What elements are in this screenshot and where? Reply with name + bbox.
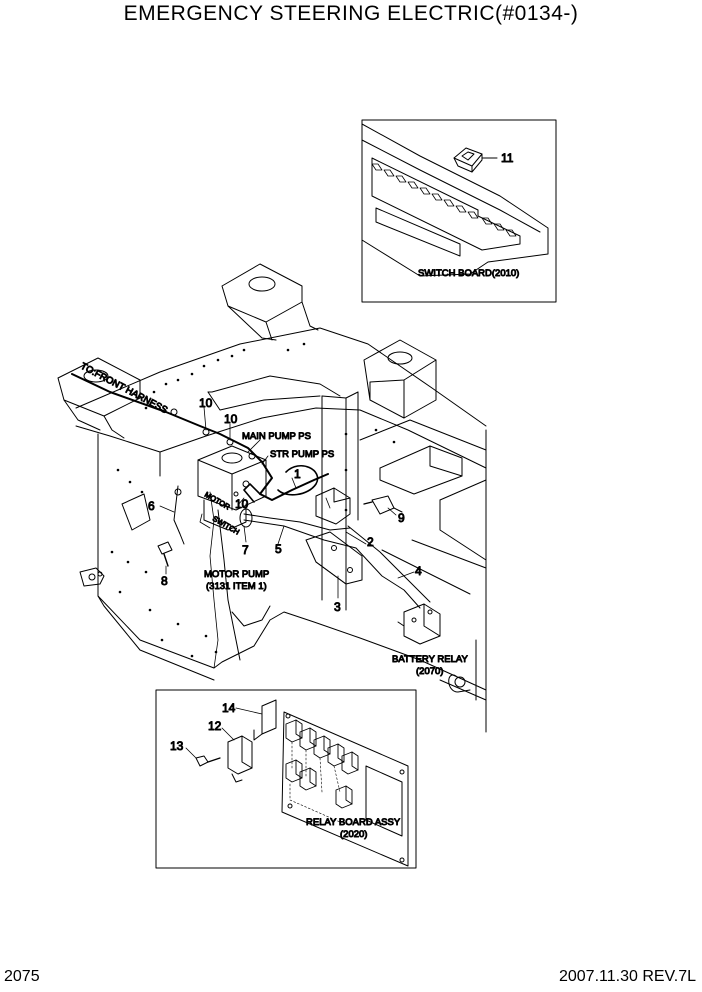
- callout-7: 7: [242, 543, 249, 557]
- str-pump-ps-label: STR PUMP PS: [270, 449, 334, 460]
- main-pump-ps-label: MAIN PUMP PS: [242, 431, 311, 442]
- motor-pump: [197, 445, 267, 531]
- motor-pump-ref: (3131 ITEM 1): [206, 581, 267, 592]
- callout-6: 6: [148, 499, 155, 513]
- callout-3: 3: [334, 600, 341, 614]
- callout-5: 5: [275, 542, 282, 556]
- callout-12: 12: [208, 719, 222, 733]
- callout-13: 13: [170, 739, 184, 753]
- relay-board-ref: (2020): [340, 829, 367, 840]
- revision-stamp: 2007.11.30 REV.7L: [558, 968, 696, 985]
- callout-10-c: 10: [235, 497, 249, 511]
- callout-1: 1: [294, 467, 301, 481]
- bolt-9: [363, 495, 403, 515]
- callout-14: 14: [222, 701, 236, 715]
- battery-relay-label: BATTERY RELAY: [392, 654, 469, 665]
- battery-relay-ref: (2070): [416, 666, 443, 677]
- motor-pump-label: MOTOR PUMP: [204, 569, 269, 580]
- callout-10-a: 10: [199, 396, 213, 410]
- page-title: EMERGENCY STEERING ELECTRIC(#0134-): [123, 2, 579, 25]
- relay-board-inset: [155, 689, 417, 869]
- callout-9: 9: [398, 511, 405, 525]
- callout-10-b: 10: [224, 412, 238, 426]
- frame-holes: [110, 342, 396, 658]
- callout-2: 2: [367, 535, 374, 549]
- connector-2: [315, 487, 351, 525]
- leader-lines: [159, 406, 415, 599]
- battery-relay: [397, 603, 441, 645]
- callout-11: 11: [501, 151, 514, 165]
- bolt-8: [157, 541, 173, 567]
- callout-8: 8: [161, 574, 168, 588]
- main-frame: [57, 263, 487, 733]
- page-number: 2075: [4, 968, 40, 985]
- callout-4: 4: [415, 564, 422, 578]
- relay-board-label: RELAY BOARD ASSY: [306, 817, 401, 828]
- switch-board-label: SWITCH BOARD(2010): [418, 268, 519, 279]
- motor-tag: MOTOR: [203, 490, 232, 512]
- to-front-harness-label: TO:FRONT HARNESS: [79, 361, 170, 416]
- bracket-3: [305, 531, 363, 585]
- switch-board-inset: [361, 119, 557, 303]
